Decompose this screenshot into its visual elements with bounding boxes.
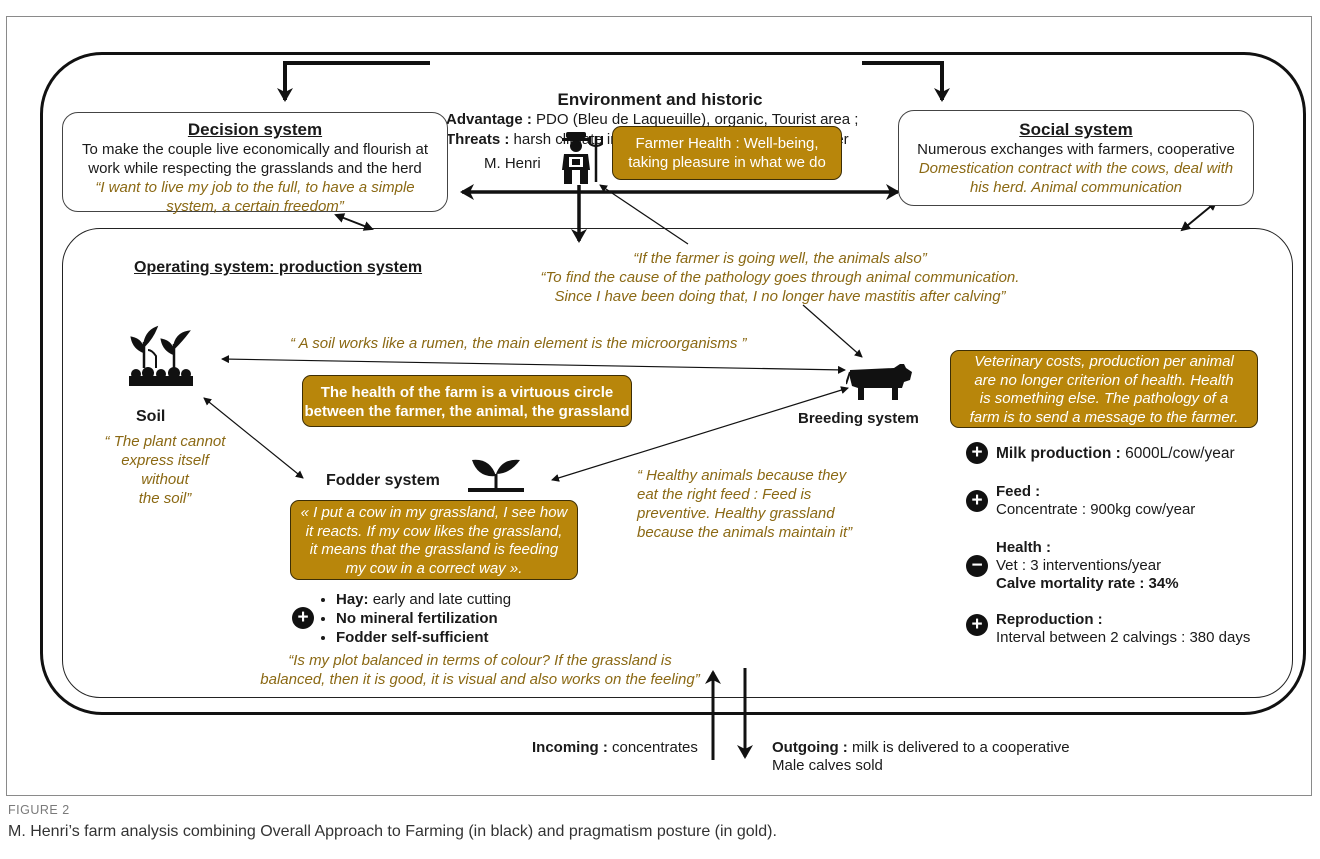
farmer-name: M. Henri (484, 155, 541, 172)
milk-label: Milk production : (996, 445, 1121, 462)
figure-label: FIGURE 2 (8, 803, 70, 817)
environment-boundary (40, 52, 1306, 715)
fodder-system-label: Fodder system (326, 472, 440, 489)
incoming-flow: Incoming : concentrates (532, 738, 698, 757)
farmer-health-box: Farmer Health : Well-being, taking pleas… (612, 126, 842, 180)
list-item: Hay: early and late cutting (336, 590, 511, 609)
decision-system-text-1: To make the couple live economically and… (81, 141, 429, 158)
milk-production: Milk production : 6000L/cow/year (996, 444, 1235, 463)
healthy-quote-line-1: “ Healthy animals because they (637, 467, 847, 484)
figure-caption: M. Henri’s farm analysis combining Overa… (8, 823, 777, 840)
farmer-quote-1: “If the farmer is going well, the animal… (633, 250, 927, 267)
social-operating-arrow (1180, 200, 1218, 232)
outgoing-label: Outgoing : (772, 739, 848, 756)
healthy-quote-line-3: preventive. Healthy grassland (637, 505, 835, 522)
advantage-text: PDO (Bleu de Laqueuille), organic, Touri… (536, 111, 859, 128)
reproduction-value: Interval between 2 calvings : 380 days (996, 629, 1251, 646)
env-to-social-arrow (862, 61, 950, 102)
fodder-quote-box: « I put a cow in my grassland, I see how… (290, 500, 578, 580)
incoming-text: concentrates (612, 739, 698, 756)
farm-health-line-1: The health of the farm is a virtuous cir… (320, 384, 614, 401)
sprout-icon (468, 459, 524, 492)
list-item: No mineral fertilization (336, 609, 511, 628)
quote-to-farmer-arrow (599, 184, 689, 245)
figure-frame (6, 16, 1312, 796)
advantage-label: Advantage : (446, 111, 532, 128)
decision-operating-arrow (334, 213, 374, 231)
plus-icon: + (966, 490, 988, 512)
soil-quote-line-2: express itself without (121, 452, 209, 488)
reproduction-label: Reproduction : (996, 611, 1103, 628)
social-system-quote-1: Domestication contract with the cows, de… (918, 160, 1234, 177)
decision-system-quote-2: system, a certain freedom” (166, 198, 344, 215)
farm-health-line-2: between the farmer, the animal, the gras… (304, 403, 630, 420)
vet-box-line-3: is something else. The pathology of a (979, 390, 1229, 407)
farmer-health-line-1: Farmer Health : Well-being, (635, 135, 819, 152)
vet-box-line-4: farm is to send a message to the farmer. (969, 408, 1239, 426)
plus-icon: + (292, 607, 314, 629)
feed-label: Feed : (996, 483, 1041, 500)
environment-title: Environment and historic (557, 90, 763, 109)
decision-system-title: Decision system (187, 120, 323, 139)
outgoing-text-2: Male calves sold (772, 757, 883, 774)
outgoing-text: milk is delivered to a cooperative (851, 739, 1070, 756)
veterinary-box: Veterinary costs, production per animal … (950, 350, 1258, 428)
milk-value: 6000L/cow/year (1125, 445, 1235, 462)
feed-value: Concentrate : 900kg cow/year (996, 501, 1196, 518)
plot-quote-line-2: balanced, then it is good, it is visual … (260, 671, 700, 688)
fodder-cow-arrow (551, 386, 849, 482)
breeding-system-label: Breeding system (798, 410, 919, 427)
minus-icon: − (966, 555, 988, 577)
soil-quote: “ The plant cannot express itself withou… (100, 432, 230, 508)
fodder-box-line-3: it means that the grassland is feeding (309, 541, 559, 558)
farmer-health-line-2: taking pleasure in what we do (628, 154, 826, 171)
decision-system-quote-1: “I want to live my job to the full, to h… (95, 179, 415, 196)
soil-cow-arrow (221, 355, 846, 374)
healthy-animals-quote: “ Healthy animals because they eat the r… (637, 466, 897, 542)
healthy-quote-line-4: because the animals maintain it” (637, 524, 853, 541)
outgoing-flow: Outgoing : milk is delivered to a cooper… (772, 738, 1070, 757)
farmer-icon (562, 132, 603, 184)
soil-label: Soil (136, 408, 166, 425)
operating-system-boundary (62, 228, 1293, 698)
list-item: Fodder self-sufficient (336, 628, 511, 647)
social-system-box: Social system Numerous exchanges with fa… (898, 110, 1254, 206)
social-system-text: Numerous exchanges with farmers, coopera… (917, 141, 1235, 158)
health-vet: Vet : 3 interventions/year (996, 557, 1162, 574)
soil-quote-line-3: the soil” (138, 490, 192, 507)
env-to-decision-arrow (277, 61, 430, 102)
fodder-box-line-2: it reacts. If my cow likes the grassland… (305, 522, 563, 540)
quote-to-cow-arrow (802, 304, 863, 358)
vet-box-line-1: Veterinary costs, production per animal (974, 353, 1234, 370)
social-system-title: Social system (1019, 120, 1133, 139)
plus-icon: + (966, 442, 988, 464)
environment-advantage: Advantage : PDO (Bleu de Laqueuille), or… (446, 110, 886, 129)
cow-icon (846, 364, 912, 400)
decision-system-text-2: work while respecting the grasslands and… (88, 160, 422, 177)
incoming-label: Incoming : (532, 739, 608, 756)
farm-health-box: The health of the farm is a virtuous cir… (302, 375, 632, 427)
health-calve: Calve mortality rate : 34% (996, 575, 1179, 592)
fodder-box-line-1: « I put a cow in my grassland, I see how (300, 504, 568, 521)
farmer-quote-2: “To find the cause of the pathology goes… (540, 269, 1020, 286)
healthy-quote-line-2: eat the right feed : Feed is (637, 486, 812, 503)
farmer-quote-3: Since I have been doing that, I no longe… (554, 288, 1006, 305)
plot-quote-line-1: “Is my plot balanced in terms of colour?… (288, 652, 672, 669)
plant-soil-icon (129, 325, 193, 386)
social-system-quote-2: his herd. Animal communication (969, 179, 1183, 196)
soil-rumen-quote: “ A soil works like a rumen, the main el… (290, 335, 747, 352)
threats-label: Threats : (446, 131, 510, 148)
vet-box-line-2: are no longer criterion of health. Healt… (974, 371, 1234, 389)
fodder-list: Hay: early and late cutting No mineral f… (318, 590, 511, 647)
plus-icon: + (966, 614, 988, 636)
soil-fodder-arrow (203, 397, 304, 479)
operating-system-title: Operating system: production system (134, 259, 423, 276)
fodder-box-line-4: my cow in a correct way ». (345, 559, 523, 577)
decision-system-box: Decision system To make the couple live … (62, 112, 448, 215)
health-label: Health : (996, 539, 1052, 556)
soil-quote-line-1: “ The plant cannot (104, 433, 226, 450)
